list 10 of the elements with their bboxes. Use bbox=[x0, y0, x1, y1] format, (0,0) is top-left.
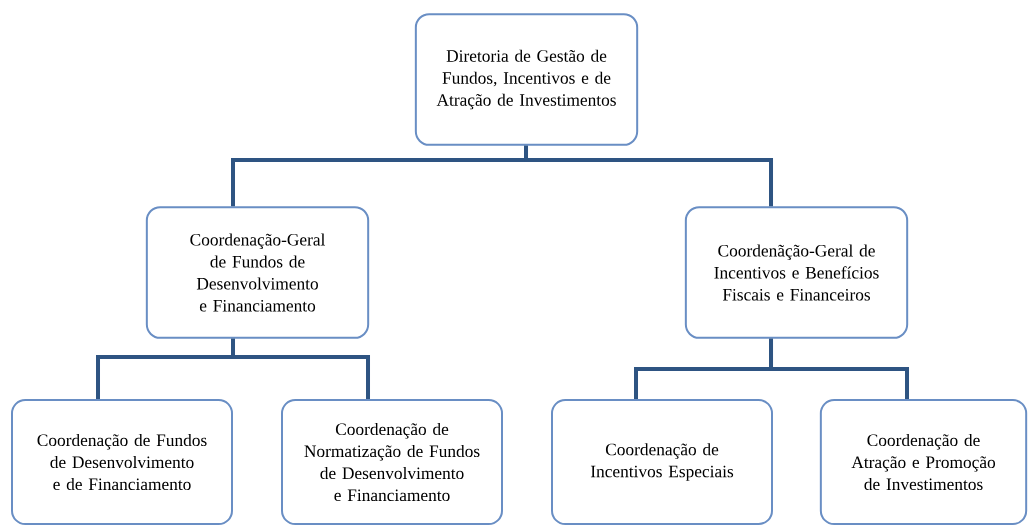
connector-line bbox=[231, 338, 370, 399]
org-box: Coordenãção-Geral de Incentivos e Benefícios Fiscais e Financeiros bbox=[684, 206, 909, 339]
org-box: Coordenação de Atração e Promoção de Investimentos bbox=[819, 399, 1028, 525]
connector-line bbox=[524, 145, 773, 207]
org-box: Coordenação de Normatização de Fundos de Desenvolvimento e Financiamento bbox=[281, 399, 503, 525]
connector-line bbox=[769, 338, 909, 399]
org-box: Diretoria de Gestão de Fundos, Incentivos e de Atração de Investimentos bbox=[414, 13, 639, 146]
org-box: Coordenação de Incentivos Especiais bbox=[551, 399, 773, 525]
org-box: Coordenação de Fundos de Desenvolvimento e de Financiamento bbox=[11, 399, 233, 525]
org-box: Coordenação-Geral de Fundos de Desenvolvimento e Financiamento bbox=[145, 206, 370, 339]
